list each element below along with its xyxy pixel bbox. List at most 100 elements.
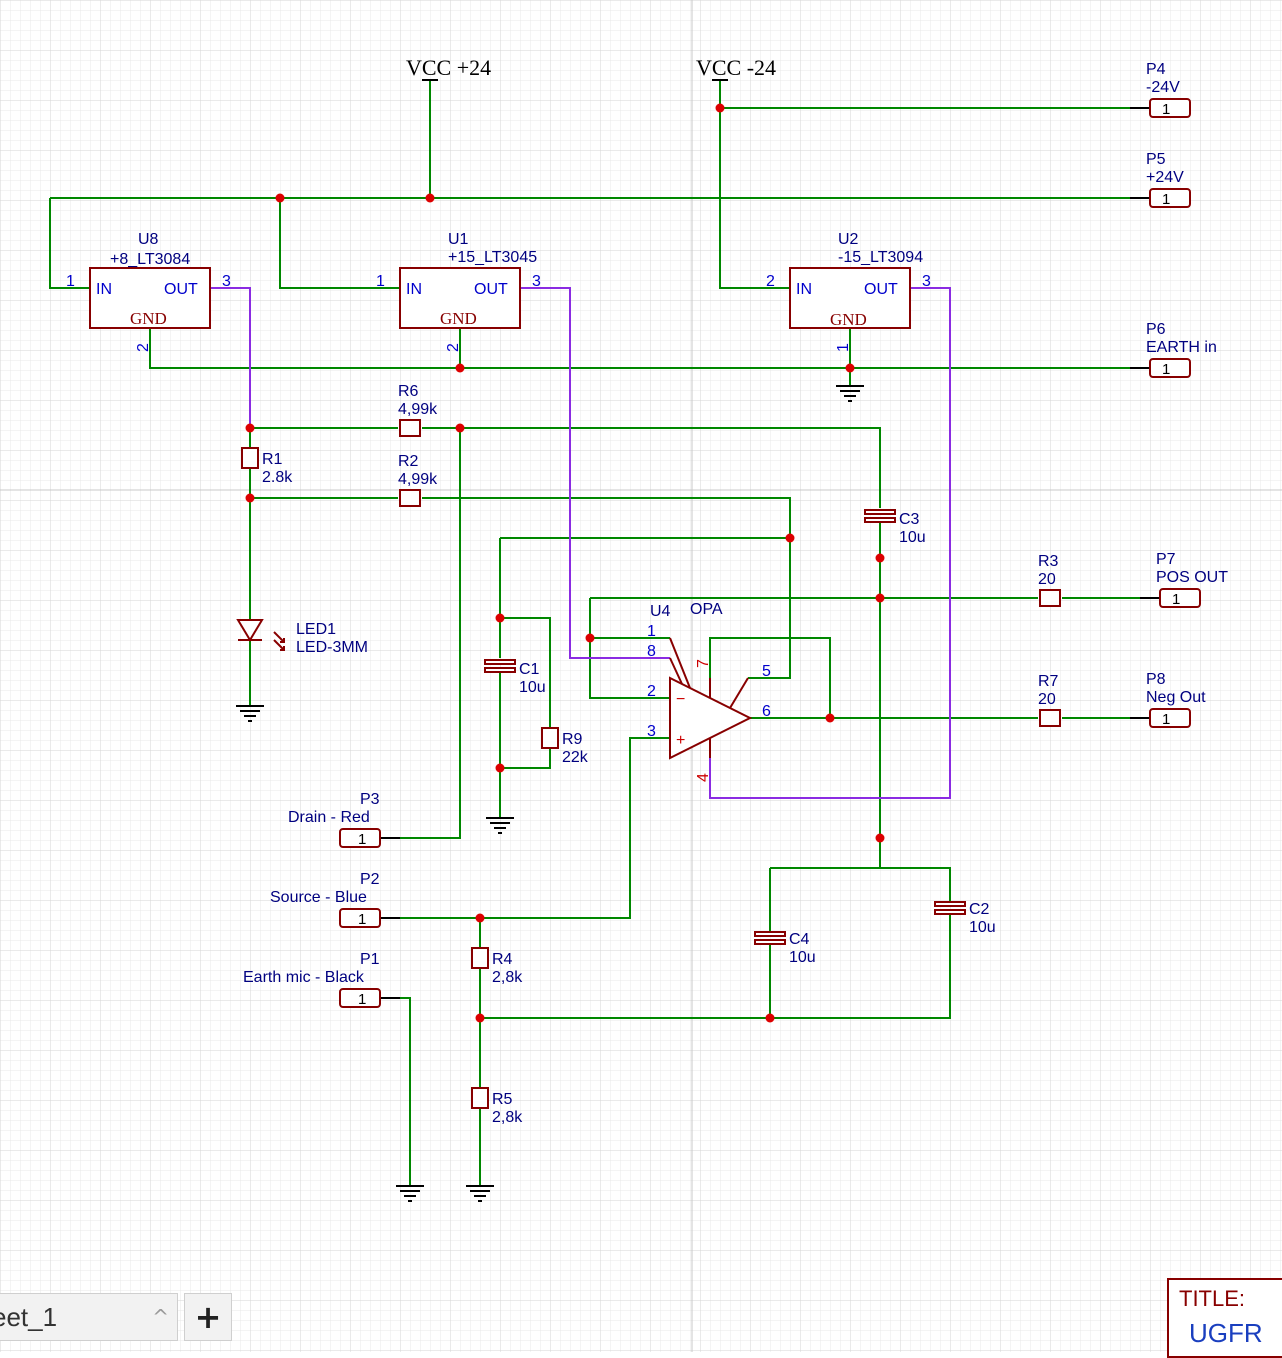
u1-value: +15_LT3045	[448, 249, 537, 266]
ground-symbol-c1[interactable]	[486, 817, 514, 834]
p8-pin: 1	[1162, 711, 1170, 728]
u1-pin-out: 3	[532, 273, 541, 290]
resistor-r1[interactable]: R1 2.8k	[241, 447, 293, 486]
r2-ref: R2	[398, 453, 419, 470]
u2-value: -15_LT3094	[838, 249, 923, 266]
u8-pin-out: 3	[222, 273, 231, 290]
resistor-r7[interactable]: R7 20	[1038, 673, 1061, 727]
p6-value: EARTH in	[1146, 339, 1217, 356]
p2-pin: 1	[358, 911, 366, 928]
resistor-r6[interactable]: R6 4,99k	[398, 383, 438, 437]
c3-value: 10u	[899, 529, 926, 546]
u8-pin-in: 1	[66, 273, 75, 290]
c2-ref: C2	[969, 901, 990, 918]
r4-value: 2,8k	[492, 969, 523, 986]
c3-ref: C3	[899, 511, 920, 528]
wires	[49, 80, 1158, 1186]
capacitor-c4[interactable]: C4 10u	[754, 931, 816, 966]
p3-pin: 1	[358, 831, 366, 848]
resistor-r2[interactable]: R2 4,99k	[398, 453, 438, 507]
u8-gnd-label: GND	[130, 309, 167, 328]
junctions	[245, 103, 885, 1023]
u8-pin-gnd: 2	[135, 343, 152, 352]
connector-p5[interactable]: 1 P5 +24V	[1130, 151, 1191, 208]
u2-pin-out: 3	[922, 273, 931, 290]
title-label: TITLE:	[1179, 1286, 1246, 1311]
vcc-neg-symbol[interactable]: VCC -24	[696, 55, 776, 81]
vcc-pos-symbol[interactable]: VCC +24	[406, 55, 491, 81]
r6-ref: R6	[398, 383, 419, 400]
p3-ref: P3	[360, 791, 380, 808]
connector-p6[interactable]: 1 P6 EARTH in	[1130, 321, 1217, 378]
p4-pin: 1	[1162, 101, 1170, 118]
capacitor-c1[interactable]: C1 10u	[484, 659, 546, 696]
ground-symbol-led[interactable]	[236, 705, 264, 722]
c2-value: 10u	[969, 919, 996, 936]
p3-value: Drain - Red	[288, 809, 370, 826]
resistor-r5[interactable]: R5 2,8k	[471, 1087, 523, 1126]
connector-p4[interactable]: 1 P4 -24V	[1130, 61, 1191, 118]
u4-pin-8: 8	[647, 643, 656, 660]
opamp-u4[interactable]: U4 OPA − + 1 8 2 3 7 5 6 4	[647, 601, 771, 782]
p4-value: -24V	[1146, 79, 1180, 96]
p5-pin: 1	[1162, 191, 1170, 208]
led1[interactable]: LED1 LED-3MM	[236, 619, 368, 656]
regulator-u8[interactable]: U8 +8_LT3084 IN OUT GND 1 3 2	[66, 231, 231, 352]
p8-value: Neg Out	[1146, 689, 1206, 706]
chevron-up-icon[interactable]: ^	[152, 1305, 169, 1329]
u1-pin-in: 1	[376, 273, 385, 290]
u4-pin-7: 7	[695, 659, 712, 668]
u8-value: +8_LT3084	[110, 251, 190, 268]
u8-ref: U8	[138, 231, 159, 248]
resistor-r4[interactable]: R4 2,8k	[471, 947, 523, 986]
p2-ref: P2	[360, 871, 380, 888]
title-value: UGFR	[1189, 1318, 1263, 1348]
capacitor-c2[interactable]: C2 10u	[934, 901, 996, 936]
u1-ref: U1	[448, 231, 469, 248]
u1-in-label: IN	[406, 281, 422, 298]
connector-p7[interactable]: 1 P7 POS OUT	[1140, 551, 1228, 608]
p7-pin: 1	[1172, 591, 1180, 608]
connector-p3[interactable]: 1 P3 Drain - Red	[288, 791, 400, 848]
resistor-r3[interactable]: R3 20	[1038, 553, 1061, 607]
resistor-r9[interactable]: R9 22k	[541, 727, 589, 766]
r9-ref: R9	[562, 731, 583, 748]
p4-ref: P4	[1146, 61, 1166, 78]
sheet-tab[interactable]: eet_1 ^	[0, 1293, 178, 1341]
u1-gnd-label: GND	[440, 309, 477, 328]
ground-symbol-p1[interactable]	[396, 1185, 424, 1202]
connector-p8[interactable]: 1 P8 Neg Out	[1130, 671, 1206, 728]
c4-ref: C4	[789, 931, 810, 948]
vcc-pos-label: VCC +24	[406, 55, 491, 80]
connector-p1[interactable]: 1 P1 Earth mic - Black	[243, 951, 400, 1008]
u2-pin-gnd: 1	[835, 343, 852, 352]
r7-ref: R7	[1038, 673, 1059, 690]
p2-value: Source - Blue	[270, 889, 367, 906]
u2-gnd-label: GND	[830, 310, 867, 329]
r1-ref: R1	[262, 451, 283, 468]
u2-ref: U2	[838, 231, 859, 248]
c4-value: 10u	[789, 949, 816, 966]
regulator-u1[interactable]: U1 +15_LT3045 IN OUT GND 1 3 2	[376, 231, 541, 352]
u2-out-label: OUT	[864, 281, 898, 298]
u4-pin-4: 4	[695, 773, 712, 782]
r6-value: 4,99k	[398, 401, 438, 418]
power-wires	[210, 287, 951, 799]
add-sheet-button[interactable]: +	[184, 1293, 232, 1341]
regulator-u2[interactable]: U2 -15_LT3094 IN OUT GND 2 3 1	[766, 231, 931, 352]
connector-p2[interactable]: 1 P2 Source - Blue	[270, 871, 400, 928]
r3-value: 20	[1038, 571, 1056, 588]
u2-pin-in: 2	[766, 273, 775, 290]
ground-symbol-r5[interactable]	[466, 1185, 494, 1202]
p1-value: Earth mic - Black	[243, 969, 365, 986]
capacitor-c3[interactable]: C3 10u	[864, 509, 926, 546]
r1-value: 2.8k	[262, 469, 293, 486]
u8-out-label: OUT	[164, 281, 198, 298]
u8-in-label: IN	[96, 281, 112, 298]
u4-minus: −	[676, 691, 685, 708]
u4-value: OPA	[690, 601, 723, 618]
r3-ref: R3	[1038, 553, 1059, 570]
ground-symbol-earth[interactable]	[836, 385, 864, 402]
